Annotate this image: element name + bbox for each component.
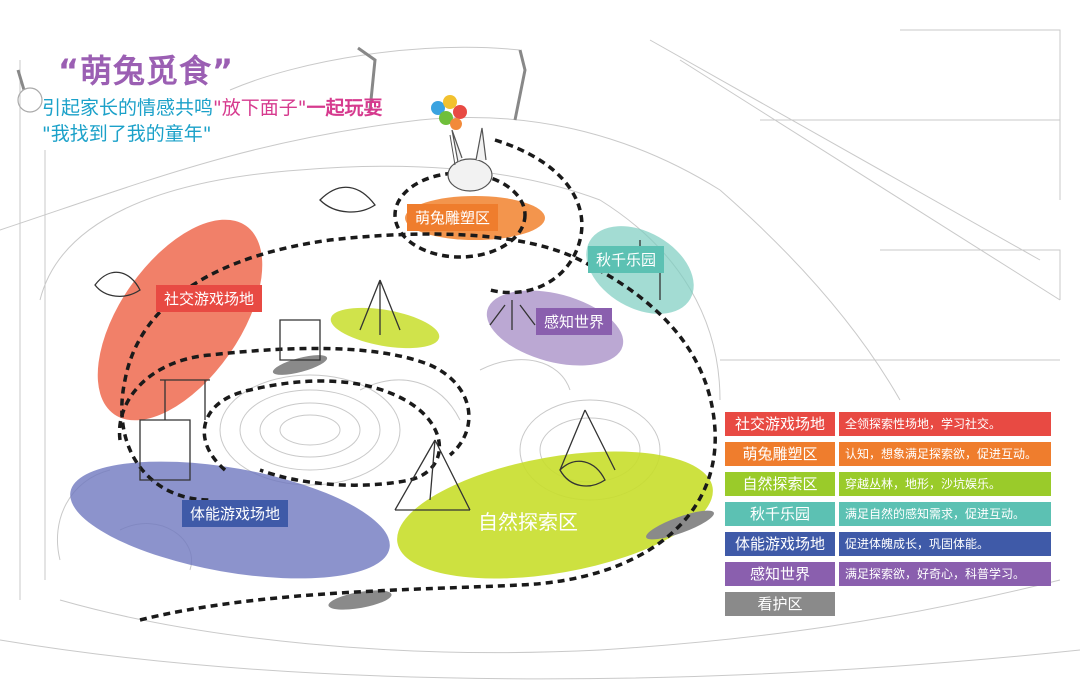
legend-desc: 穿越丛林，地形，沙坑娱乐。 <box>839 472 1051 496</box>
legend-row: 感知世界满足探索欲，好奇心，科普学习。 <box>725 562 1055 586</box>
legend-row: 秋千乐园满足自然的感知需求，促进互动。 <box>725 502 1055 526</box>
tagline-line-1: 引起家长的情感共鸣"放下面子"一起玩耍 <box>42 96 383 120</box>
globe-icon <box>17 87 43 113</box>
legend-name: 体能游戏场地 <box>725 532 835 556</box>
legend-row: 社交游戏场地全领探索性场地，学习社交。 <box>725 412 1055 436</box>
zone-label-swing: 秋千乐园 <box>588 246 665 273</box>
legend-name: 感知世界 <box>725 562 835 586</box>
legend-name: 自然探索区 <box>725 472 835 496</box>
lamp-posts <box>16 46 527 121</box>
legend-desc: 满足自然的感知需求，促进互动。 <box>839 502 1051 526</box>
balloons-icon <box>431 95 467 166</box>
zone-label-rabbit: 萌兔雕塑区 <box>407 204 499 231</box>
zone-label-perception: 感知世界 <box>536 308 613 335</box>
tagline-line-2: "我找到了我的童年" <box>42 123 212 145</box>
legend-desc: 满足探索欲，好奇心，科普学习。 <box>839 562 1051 586</box>
zone-label-fitness: 体能游戏场地 <box>182 500 289 527</box>
legend-name: 秋千乐园 <box>725 502 835 526</box>
page-title: “萌兔觅食” <box>58 52 235 90</box>
tagline-part-2: "放下面子" <box>213 97 307 119</box>
legend-row: 自然探索区穿越丛林，地形，沙坑娱乐。 <box>725 472 1055 496</box>
legend-name: 看护区 <box>725 592 835 616</box>
care-zone-2 <box>328 590 392 610</box>
legend-desc: 全领探索性场地，学习社交。 <box>839 412 1051 436</box>
zone-label-nature: 自然探索区 <box>478 510 578 534</box>
tagline-part-1: 引起家长的情感共鸣 <box>42 97 214 119</box>
rabbit-sculpture <box>447 127 493 192</box>
legend-row: 萌兔雕塑区认知，想象满足探索欲，促进互动。 <box>725 442 1055 466</box>
zone-label-social: 社交游戏场地 <box>156 285 263 312</box>
legend-row: 体能游戏场地促进体魄成长，巩固体能。 <box>725 532 1055 556</box>
zone-green-patch <box>330 307 440 349</box>
legend-name: 萌兔雕塑区 <box>725 442 835 466</box>
legend-name: 社交游戏场地 <box>725 412 835 436</box>
legend-row: 看护区 <box>725 592 1055 616</box>
legend-desc: 促进体魄成长，巩固体能。 <box>839 532 1051 556</box>
tagline-part-3: 一起玩耍 <box>306 97 383 119</box>
zone-social-area <box>97 219 263 421</box>
zone-nature-area <box>397 451 713 579</box>
legend-desc: 认知，想象满足探索欲，促进互动。 <box>839 442 1051 466</box>
